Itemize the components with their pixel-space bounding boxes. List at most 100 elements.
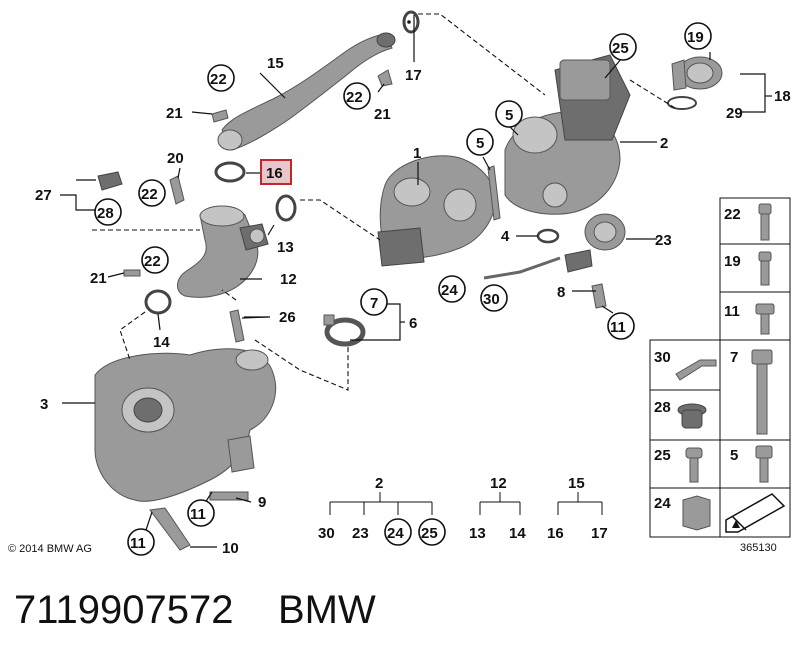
leader-lines xyxy=(60,15,772,548)
screw-icon xyxy=(758,203,772,241)
group-15-parent: 15 xyxy=(568,475,585,492)
legend-28-label: 28 xyxy=(654,399,671,416)
intake-elbow-part xyxy=(177,205,269,298)
callout-11b: 11 xyxy=(190,506,206,523)
gasket-4-part xyxy=(536,228,560,244)
callout-7: 7 xyxy=(370,295,378,312)
parts-diagram: 15 22 21 16 20 22 27 28 13 22 21 12 14 2… xyxy=(8,10,791,557)
bracket-21b-part xyxy=(377,69,393,87)
v-band-clamp-part xyxy=(323,314,366,347)
throttle-19-part xyxy=(671,56,723,91)
grommet-icon xyxy=(677,403,707,429)
group-tree-15: 15 16 17 xyxy=(547,475,608,542)
callout-28: 28 xyxy=(97,205,114,222)
group-2-parent: 2 xyxy=(375,475,383,492)
group-2-child-25: 25 xyxy=(421,525,438,542)
legend-25-label: 25 xyxy=(654,447,671,464)
bracket-9-part xyxy=(209,491,249,501)
callout-10: 10 xyxy=(222,540,239,557)
group-12-child-14: 14 xyxy=(509,525,526,542)
callout-22b: 22 xyxy=(141,186,158,203)
callout-12: 12 xyxy=(280,271,297,288)
callout-29: 29 xyxy=(726,105,743,122)
copyright-text: © 2014 BMW AG xyxy=(8,543,92,555)
legend-30-label: 30 xyxy=(654,349,671,366)
seal-ring-17-part xyxy=(402,10,420,34)
callout-13: 13 xyxy=(277,239,294,256)
bracket-8-part xyxy=(591,283,607,309)
callout-22: 22 xyxy=(210,71,227,88)
arrow-symbol-icon xyxy=(725,493,786,533)
seal-ring-16-part xyxy=(214,161,246,183)
callout-16-highlighted: 16 xyxy=(266,165,283,182)
callout-26: 26 xyxy=(279,309,296,326)
callout-30: 30 xyxy=(483,291,500,308)
image-number-text: 365130 xyxy=(740,542,777,554)
callout-5: 5 xyxy=(476,135,484,152)
footer-part-number: 7119907572 xyxy=(14,588,234,632)
fastener-legend: 22 19 11 30 7 28 25 5 24 xyxy=(649,197,791,538)
callout-18: 18 xyxy=(774,88,791,105)
sensor-27-part xyxy=(97,171,123,191)
callout-24: 24 xyxy=(441,282,458,299)
callout-21b: 21 xyxy=(90,270,107,287)
callout-17: 17 xyxy=(405,67,422,84)
group-12-child-13: 13 xyxy=(469,525,486,542)
bracket-21c-part xyxy=(123,269,141,277)
seal-ring-14-part xyxy=(144,289,172,315)
callout-11: 11 xyxy=(610,319,626,336)
legend-24-label: 24 xyxy=(654,495,671,512)
group-12-parent: 12 xyxy=(490,475,507,492)
charge-air-hose-part xyxy=(217,32,396,151)
nut-icon xyxy=(682,495,711,531)
legend-22-label: 22 xyxy=(724,206,741,223)
flange-bolt-icon xyxy=(755,303,775,335)
footer-brand: BMW xyxy=(277,588,376,632)
sensor-26-part xyxy=(229,309,245,343)
legend-5-label: 5 xyxy=(730,447,738,464)
legend-11-label: 11 xyxy=(724,303,740,320)
seal-ring-13-part xyxy=(275,194,297,222)
callout-25: 25 xyxy=(612,40,629,57)
screw-icon xyxy=(758,251,772,286)
legend-19-label: 19 xyxy=(724,253,741,270)
bracket-icon xyxy=(675,359,717,381)
group-15-child-16: 16 xyxy=(547,525,564,542)
turbocharger-2-part xyxy=(504,54,631,215)
legend-7-label: 7 xyxy=(730,349,738,366)
long-bolt-icon xyxy=(751,349,773,435)
group-15-child-17: 17 xyxy=(591,525,608,542)
callout-23: 23 xyxy=(655,232,672,249)
hex-bolt-icon xyxy=(755,445,773,483)
callout-4: 4 xyxy=(501,228,510,245)
group-2-child-30: 30 xyxy=(318,525,335,542)
callout-21c: 21 xyxy=(374,106,391,123)
callout-2: 2 xyxy=(660,135,668,152)
callout-6: 6 xyxy=(409,315,417,332)
callout-27: 27 xyxy=(35,187,52,204)
callout-21: 21 xyxy=(166,105,183,122)
torx-screw-icon xyxy=(685,447,703,483)
screw-5a-part xyxy=(487,165,501,221)
linkage-24-part xyxy=(483,256,561,280)
seal-ring-29-part xyxy=(667,96,697,110)
callout-22d: 22 xyxy=(346,89,363,106)
callout-1: 1 xyxy=(413,145,421,162)
callout-5b: 5 xyxy=(505,107,513,124)
connection-lines xyxy=(92,13,676,391)
bracket-10-part xyxy=(149,507,191,551)
callout-14: 14 xyxy=(153,334,170,351)
bracket-21-part xyxy=(211,109,229,123)
actuator-23-part xyxy=(564,213,626,273)
callout-19: 19 xyxy=(687,29,704,46)
callout-11c: 11 xyxy=(130,535,146,552)
callout-20: 20 xyxy=(167,150,184,167)
callout-labels: 15 22 21 16 20 22 27 28 13 22 21 12 14 2… xyxy=(35,20,791,557)
callout-8: 8 xyxy=(557,284,565,301)
turbocharger-3-part xyxy=(94,348,277,502)
footer-caption: 7119907572 BMW xyxy=(14,588,376,633)
turbocharger-1-part xyxy=(377,155,496,267)
callout-15: 15 xyxy=(267,55,284,72)
sensor-20-part xyxy=(169,175,185,205)
group-tree-2: 2 30 23 24 25 xyxy=(318,475,446,546)
